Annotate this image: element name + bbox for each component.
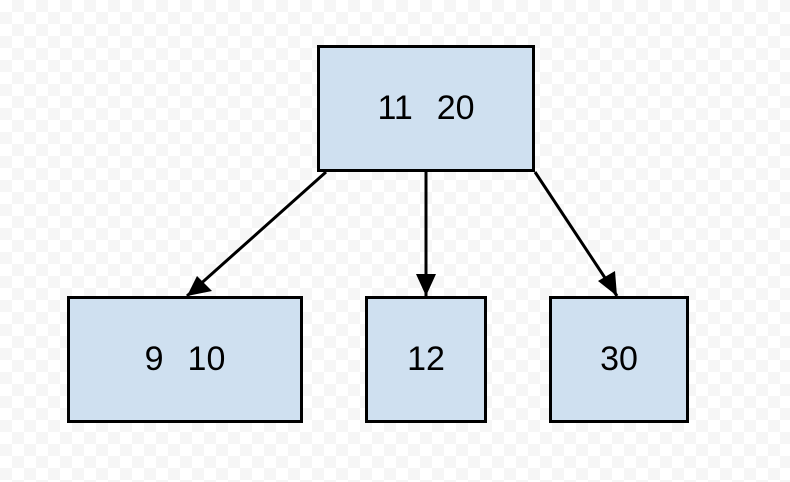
middle-key-1: 12: [407, 340, 445, 378]
edge-root-to-left: [186, 170, 327, 298]
arrowhead-middle: [416, 274, 436, 296]
arrowhead-right: [598, 271, 617, 296]
root-node: 11 20: [317, 45, 535, 172]
child-node-left: 9 10: [67, 296, 303, 423]
arrowhead-left: [187, 276, 212, 296]
left-key-1: 9: [144, 340, 164, 378]
left-key-2: 10: [187, 340, 226, 378]
root-key-1: 11: [377, 89, 413, 127]
edge-root-to-right: [533, 171, 619, 297]
child-node-right: 30: [549, 296, 689, 423]
root-key-2: 20: [436, 89, 475, 127]
right-key-1: 30: [600, 340, 638, 378]
child-node-middle: 12: [365, 296, 487, 423]
